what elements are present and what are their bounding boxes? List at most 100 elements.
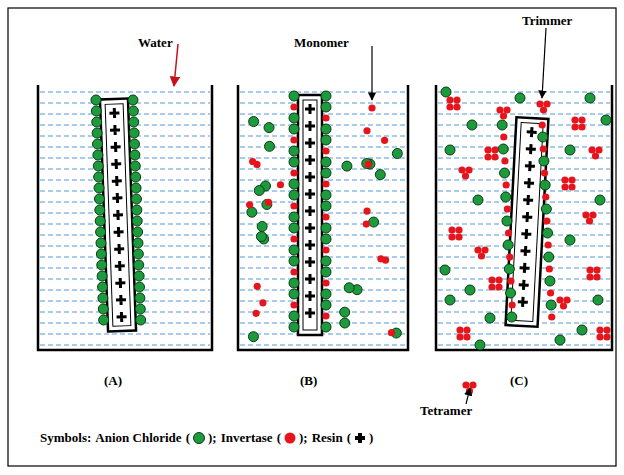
resins [100,95,548,335]
anion-chloride [249,117,259,127]
anion-chloride [98,304,108,314]
anion-chloride [128,106,138,116]
anion-chloride [321,322,331,332]
invertase [500,133,507,140]
invertase [456,333,463,340]
water-line [40,92,210,93]
invertase [491,146,498,153]
invertase [462,172,469,179]
invertase [507,277,514,284]
invertase [388,329,395,336]
anion-chloride [289,113,299,123]
legend-text: Anion Chloride [95,430,181,446]
anion-chloride [440,265,450,275]
anion-chloride [321,267,331,277]
anion-chloride [362,158,372,168]
invertase [265,199,272,206]
anion-chloride [129,128,139,138]
invertase [547,289,554,296]
anion-chloride [289,190,299,200]
callout-label: Water [138,36,173,50]
anion-chloride [289,289,299,299]
invertase [474,246,481,253]
anion-chloride [321,201,331,211]
anion-chloride [247,207,257,217]
anion-chloride [134,271,144,281]
anion-chloride [321,124,331,134]
invertase [322,312,329,319]
invertase [595,146,602,153]
invertase [495,276,502,283]
invertase [503,181,510,188]
invertase [563,296,570,303]
leader-arrows [174,28,546,404]
invertase [505,229,512,236]
invertase [363,207,370,214]
water-line [40,334,210,335]
invertase [456,326,463,333]
anion-chloride [601,115,611,125]
beakers [38,85,612,350]
anion-chloride [248,332,258,342]
anion-chloride [136,315,146,325]
anion-chloride [502,216,512,226]
anion-chloride [131,183,141,193]
anion-chloride [99,315,109,325]
invertase [593,266,600,273]
anion-chloride [94,172,104,182]
anion-chloride [555,335,565,345]
anion-chloride [289,157,299,167]
anion-chloride [503,240,513,250]
anion-chloride [321,256,331,266]
invertase [592,152,599,159]
anion-chloride [321,289,331,299]
invertase [509,301,516,308]
legend-punctuation: ( [186,430,190,446]
invertase [363,127,370,134]
legend-punctuation: ); [208,430,217,446]
invertase [381,137,388,144]
anion-chloride [289,311,299,321]
anion-chloride [321,135,331,145]
anion-chloride [344,283,354,293]
anion-chloride [585,93,595,103]
water-lines [40,92,610,345]
invertase [463,326,470,333]
anion-chloride [95,205,105,215]
invertase [603,326,610,333]
invertase [548,313,555,320]
invertase [503,106,510,113]
anion-chloride [543,228,553,238]
invertase [481,246,488,253]
water-line [438,114,610,115]
callout-label: Monomer [294,36,349,50]
anion-chloride [340,307,350,317]
anion-chloride [94,194,104,204]
invertase [488,283,495,290]
anion-chloride [130,139,140,149]
anion-chloride [254,186,264,196]
invertase [571,123,578,130]
anion-chloride [501,192,511,202]
invertase [582,211,589,218]
invertase [277,181,284,188]
anion-chloride [545,276,555,286]
invertase [322,114,329,121]
anion-chloride [375,170,385,180]
invertase [322,180,329,187]
invertase [484,153,491,160]
anion-chloride [98,293,108,303]
invertase [463,333,470,340]
anion-chloride [92,117,102,127]
anion-chloride [321,223,331,233]
particles [91,87,611,395]
invertase [290,136,297,143]
anion-chloride [445,145,455,155]
invertase [453,103,460,110]
anion-chloride [544,252,554,262]
invertase [465,166,472,173]
anion-chloride [97,260,107,270]
invertase [536,100,543,107]
